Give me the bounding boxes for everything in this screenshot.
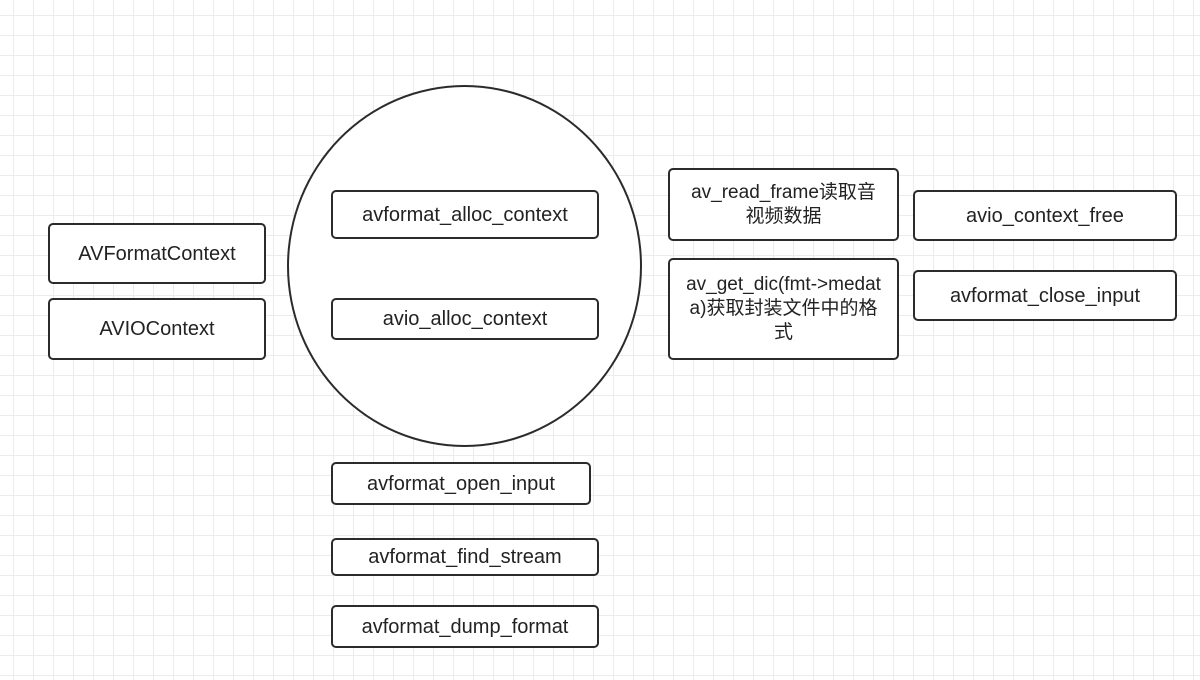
avformat-dump-format-node[interactable]: avformat_dump_format [331, 605, 599, 648]
avformat-context-node[interactable]: AVFormatContext [48, 223, 266, 284]
avformat-open-input-node[interactable]: avformat_open_input [331, 462, 591, 505]
avio-alloc-context-node[interactable]: avio_alloc_context [331, 298, 599, 340]
av-read-frame-node[interactable]: av_read_frame读取音视频数据 [668, 168, 899, 241]
av-get-dic-node[interactable]: av_get_dic(fmt->medata)获取封装文件中的格式 [668, 258, 899, 360]
allocation-group-circle [287, 85, 642, 447]
avio-context-node[interactable]: AVIOContext [48, 298, 266, 360]
avio-context-free-node[interactable]: avio_context_free [913, 190, 1177, 241]
avformat-find-stream-node[interactable]: avformat_find_stream [331, 538, 599, 576]
avformat-alloc-context-node[interactable]: avformat_alloc_context [331, 190, 599, 239]
avformat-close-input-node[interactable]: avformat_close_input [913, 270, 1177, 321]
